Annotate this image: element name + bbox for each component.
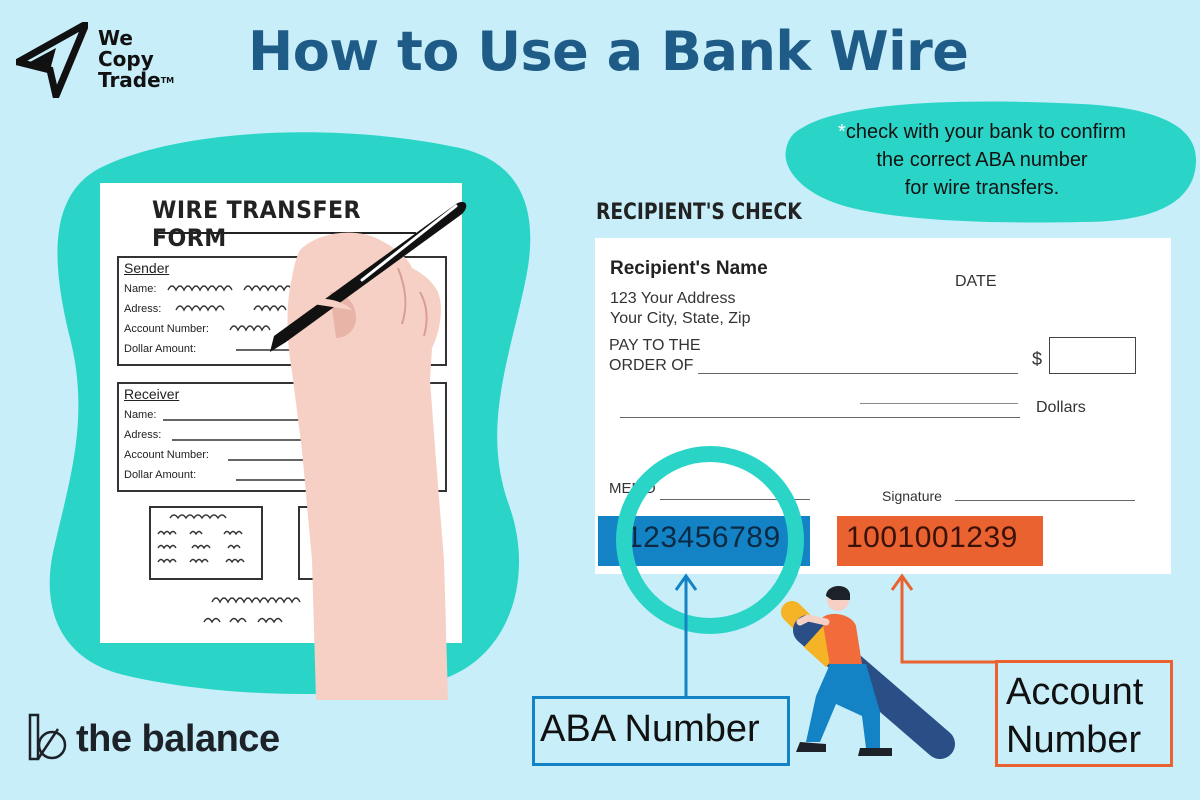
- receiver-heading: Receiver: [124, 386, 180, 402]
- sender-address-label: Adress:: [124, 303, 162, 315]
- wecopytrade-logo-icon: [16, 22, 88, 98]
- receiver-name-label: Name:: [124, 409, 157, 421]
- receiver-address-label: Adress:: [124, 429, 162, 441]
- page-title: How to Use a Bank Wire: [248, 20, 969, 83]
- form-stamp-box: [298, 506, 412, 580]
- form-title-underline: [158, 232, 416, 234]
- memo-label: MEMO: [609, 480, 656, 497]
- memo-line: [660, 499, 810, 500]
- dollar-sign: $: [1032, 349, 1043, 369]
- note-text: *check with your bank to confirm the cor…: [838, 121, 1126, 199]
- form-notes-box: [149, 506, 263, 580]
- signature-label: Signature: [882, 488, 942, 504]
- aba-number-callout-text: ABA Number: [540, 708, 760, 750]
- note-bubble: [785, 101, 1196, 223]
- sender-heading: Sender: [124, 260, 170, 276]
- aba-number-callout: [532, 696, 790, 766]
- the-balance-logo-text: the balance: [76, 718, 280, 760]
- signature-line: [955, 500, 1135, 501]
- pay-to-label: PAY TO THE ORDER OF: [609, 337, 701, 374]
- form-title: WIRE TRANSFER FORM: [152, 196, 362, 252]
- amount-words-line: [620, 417, 1020, 418]
- receiver-amount-label: Dollar Amount:: [124, 469, 197, 481]
- amount-box: [1049, 337, 1136, 374]
- recipient-name: Recipient's Name: [610, 258, 768, 279]
- the-balance-logo-icon: [28, 713, 67, 761]
- pay-to-line: [698, 373, 1018, 374]
- receiver-account-label: Account Number:: [124, 449, 209, 461]
- sender-amount-label: Dollar Amount:: [124, 343, 197, 355]
- sender-name-label: Name:: [124, 283, 157, 295]
- wecopytrade-logo-text: We Copy TradeTM: [98, 26, 175, 92]
- check-label: RECIPIENT'S CHECK: [596, 200, 802, 225]
- account-number-callout-text: Account Number: [1006, 671, 1144, 761]
- aba-number: 123456789: [626, 521, 781, 554]
- sender-account-label: Account Number:: [124, 323, 209, 335]
- account-number-callout: [995, 660, 1173, 767]
- dollars-label: Dollars: [1036, 399, 1086, 416]
- recipient-address: 123 Your Address Your City, State, Zip: [610, 290, 751, 327]
- account-number: 1001001239: [846, 521, 1018, 554]
- date-label: DATE: [955, 273, 997, 290]
- amount-words-scribble: [860, 403, 1018, 404]
- account-number-band: [837, 516, 1043, 566]
